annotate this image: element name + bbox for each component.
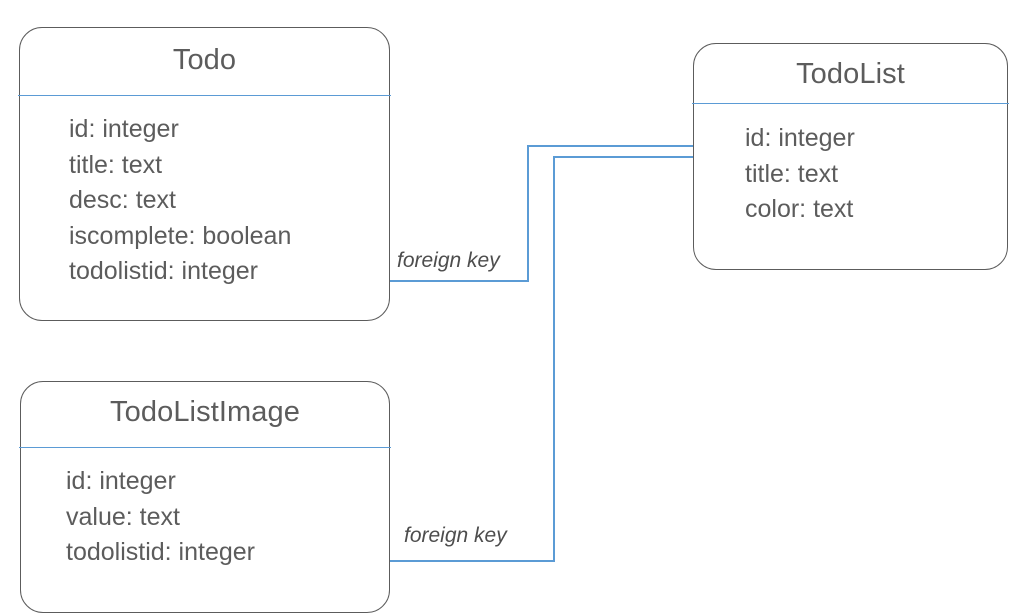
attribute-row: id: integer	[69, 115, 179, 143]
connector-todolistimage-todolist-segment-horizontal-upper	[553, 156, 723, 158]
connector-todolistimage-todolist-segment-vertical	[553, 156, 555, 562]
attribute-list-todolist: id: integer title: text color: text	[694, 121, 1007, 228]
foreign-key-label-todolistimage: foreign key	[401, 524, 510, 548]
entity-box-todo[interactable]: Todo id: integer title: text desc: text …	[18, 27, 391, 321]
entity-divider-todolistimage	[19, 447, 391, 448]
attribute-list-todo: id: integer title: text desc: text iscom…	[20, 112, 389, 290]
connector-todo-todolist-segment-vertical	[527, 145, 529, 282]
connector-todo-todolist-segment-horizontal-upper	[527, 145, 703, 147]
entity-box-todolist[interactable]: TodoList id: integer title: text color: …	[692, 43, 1009, 270]
attribute-row: todolistid: integer	[69, 257, 259, 285]
entity-divider-todolist	[692, 103, 1009, 104]
attribute-row: color: text	[745, 195, 854, 223]
entity-divider-todo	[18, 95, 391, 96]
attribute-row: iscomplete: boolean	[69, 221, 292, 250]
attribute-row: title: text	[69, 150, 163, 179]
entity-title-todo: Todo	[172, 44, 237, 76]
entity-title-todolist: TodoList	[796, 58, 905, 90]
attribute-row: id: integer	[745, 124, 855, 152]
entity-title-todolistimage: TodoListImage	[110, 396, 300, 428]
attribute-row: todolistid: integer	[66, 538, 256, 566]
attribute-row: title: text	[745, 159, 839, 188]
connector-todo-todolist-segment-horizontal-lower	[344, 280, 529, 282]
entity-box-todolistimage[interactable]: TodoListImage id: integer value: text to…	[19, 381, 391, 613]
attribute-row: value: text	[66, 502, 180, 531]
attribute-list-todolistimage: id: integer value: text todolistid: inte…	[21, 464, 389, 571]
attribute-row: desc: text	[69, 186, 176, 214]
connector-todolistimage-todolist-segment-horizontal-lower	[325, 560, 555, 562]
foreign-key-label-todo: foreign key	[394, 249, 503, 273]
attribute-row: id: integer	[66, 467, 176, 495]
